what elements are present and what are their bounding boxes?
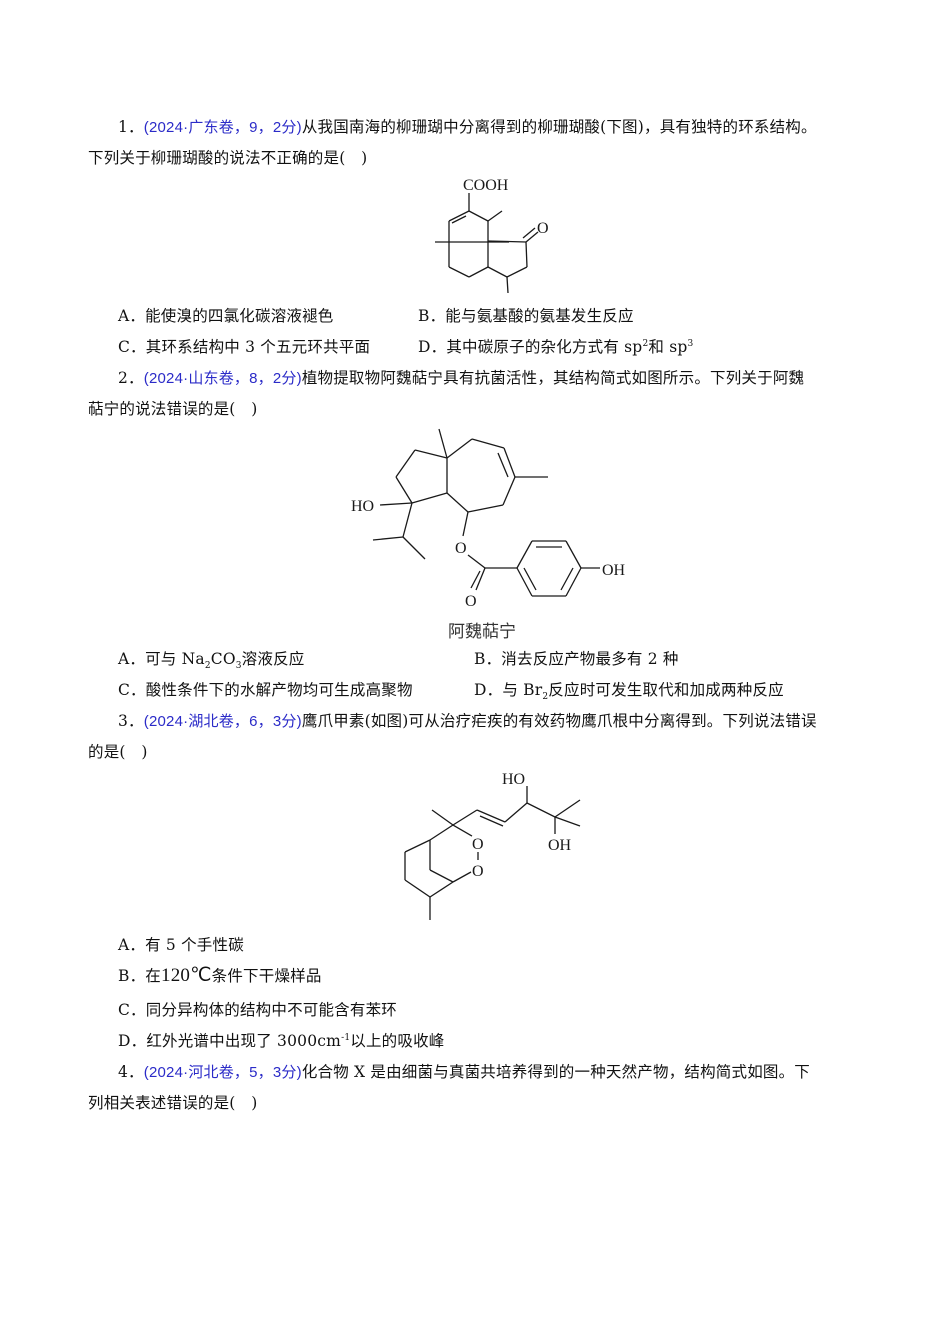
- question-2-option-c[interactable]: C．酸性条件下的水解产物均可生成高聚物: [118, 681, 413, 699]
- question-stem: 植物提取物阿魏萜宁具有抗菌活性，其结构简式如图所示。下列关于阿魏: [301, 369, 805, 387]
- question-3-stem-line1: 3．(2024·湖北卷，6，3分)鹰爪甲素(如图)可从治疗疟疾的有效药物鹰爪根中…: [118, 711, 817, 732]
- question-1-stem-line1: 1．(2024·广东卷，9，2分)从我国南海的柳珊瑚中分离得到的柳珊瑚酸(下图)…: [118, 117, 817, 138]
- question-1-option-a[interactable]: A．能使溴的四氯化碳溶液褪色: [118, 307, 334, 325]
- question-2-option-b[interactable]: B．消去反应产物最多有 2 种: [474, 650, 679, 668]
- question-3-option-d[interactable]: D．红外光谱中出现了 3000cm-1以上的吸收峰: [118, 1032, 445, 1050]
- question-1-stem-line2: 下列关于柳珊瑚酸的说法不正确的是( ): [88, 149, 368, 167]
- question-source: (2024·山东卷，8，2分): [143, 370, 302, 387]
- question-number: 1．: [118, 118, 144, 136]
- ester-o-label: O: [455, 540, 467, 557]
- peroxide-o2-label: O: [472, 863, 484, 880]
- question-source: (2024·河北卷，5，3分): [143, 1064, 302, 1081]
- carbonyl-o-label: O: [465, 593, 477, 610]
- question-3-option-a[interactable]: A．有 5 个手性碳: [118, 936, 244, 954]
- structure-2-caption: 阿魏萜宁: [448, 622, 516, 642]
- question-number: 4．: [118, 1063, 144, 1081]
- ho-label: HO: [351, 498, 374, 515]
- question-3-stem-line2: 的是( ): [88, 743, 148, 761]
- question-stem: 鹰爪甲素(如图)可从治疗疟疾的有效药物鹰爪根中分离得到。下列说法错误: [301, 712, 817, 730]
- question-2-stem-line2: 萜宁的说法错误的是( ): [88, 400, 258, 418]
- question-1-option-b[interactable]: B．能与氨基酸的氨基发生反应: [418, 307, 634, 325]
- ho-label: HO: [502, 771, 525, 788]
- question-stem: 从我国南海的柳珊瑚中分离得到的柳珊瑚酸(下图)，具有独特的环系结构。: [301, 118, 817, 136]
- question-2-option-d[interactable]: D．与 Br2反应时可发生取代和加成两种反应: [474, 681, 784, 703]
- oh-label: OH: [548, 837, 572, 854]
- question-2-stem-line1: 2．(2024·山东卷，8，2分)植物提取物阿魏萜宁具有抗菌活性，其结构简式如图…: [118, 368, 804, 389]
- question-source: (2024·广东卷，9，2分): [143, 119, 302, 136]
- question-4-stem-line1: 4．(2024·河北卷，5，3分)化合物 X 是由细菌与真菌共培养得到的一种天然…: [118, 1062, 810, 1083]
- question-3-option-b[interactable]: B．在120℃条件下干燥样品: [118, 965, 322, 986]
- peroxide-o1-label: O: [472, 836, 484, 853]
- question-1-option-d[interactable]: D．其中碳原子的杂化方式有 sp2和 sp3: [418, 338, 694, 356]
- question-2-option-a[interactable]: A．可与 Na2CO3溶液反应: [118, 650, 305, 672]
- question-source: (2024·湖北卷，6，3分): [143, 713, 302, 730]
- question-number: 2．: [118, 369, 144, 387]
- cooh-label: COOH: [463, 177, 509, 194]
- ketone-o-label: O: [537, 220, 549, 237]
- question-4-stem-line2: 列相关表述错误的是( ): [88, 1094, 258, 1112]
- question-3-option-c[interactable]: C．同分异构体的结构中不可能含有苯环: [118, 1001, 397, 1019]
- phenol-oh-label: OH: [602, 562, 626, 579]
- question-stem: 化合物 X 是由细菌与真菌共培养得到的一种天然产物，结构简式如图。下: [301, 1063, 811, 1081]
- question-number: 3．: [118, 712, 144, 730]
- question-1-option-c[interactable]: C．其环系结构中 3 个五元环共平面: [118, 338, 371, 356]
